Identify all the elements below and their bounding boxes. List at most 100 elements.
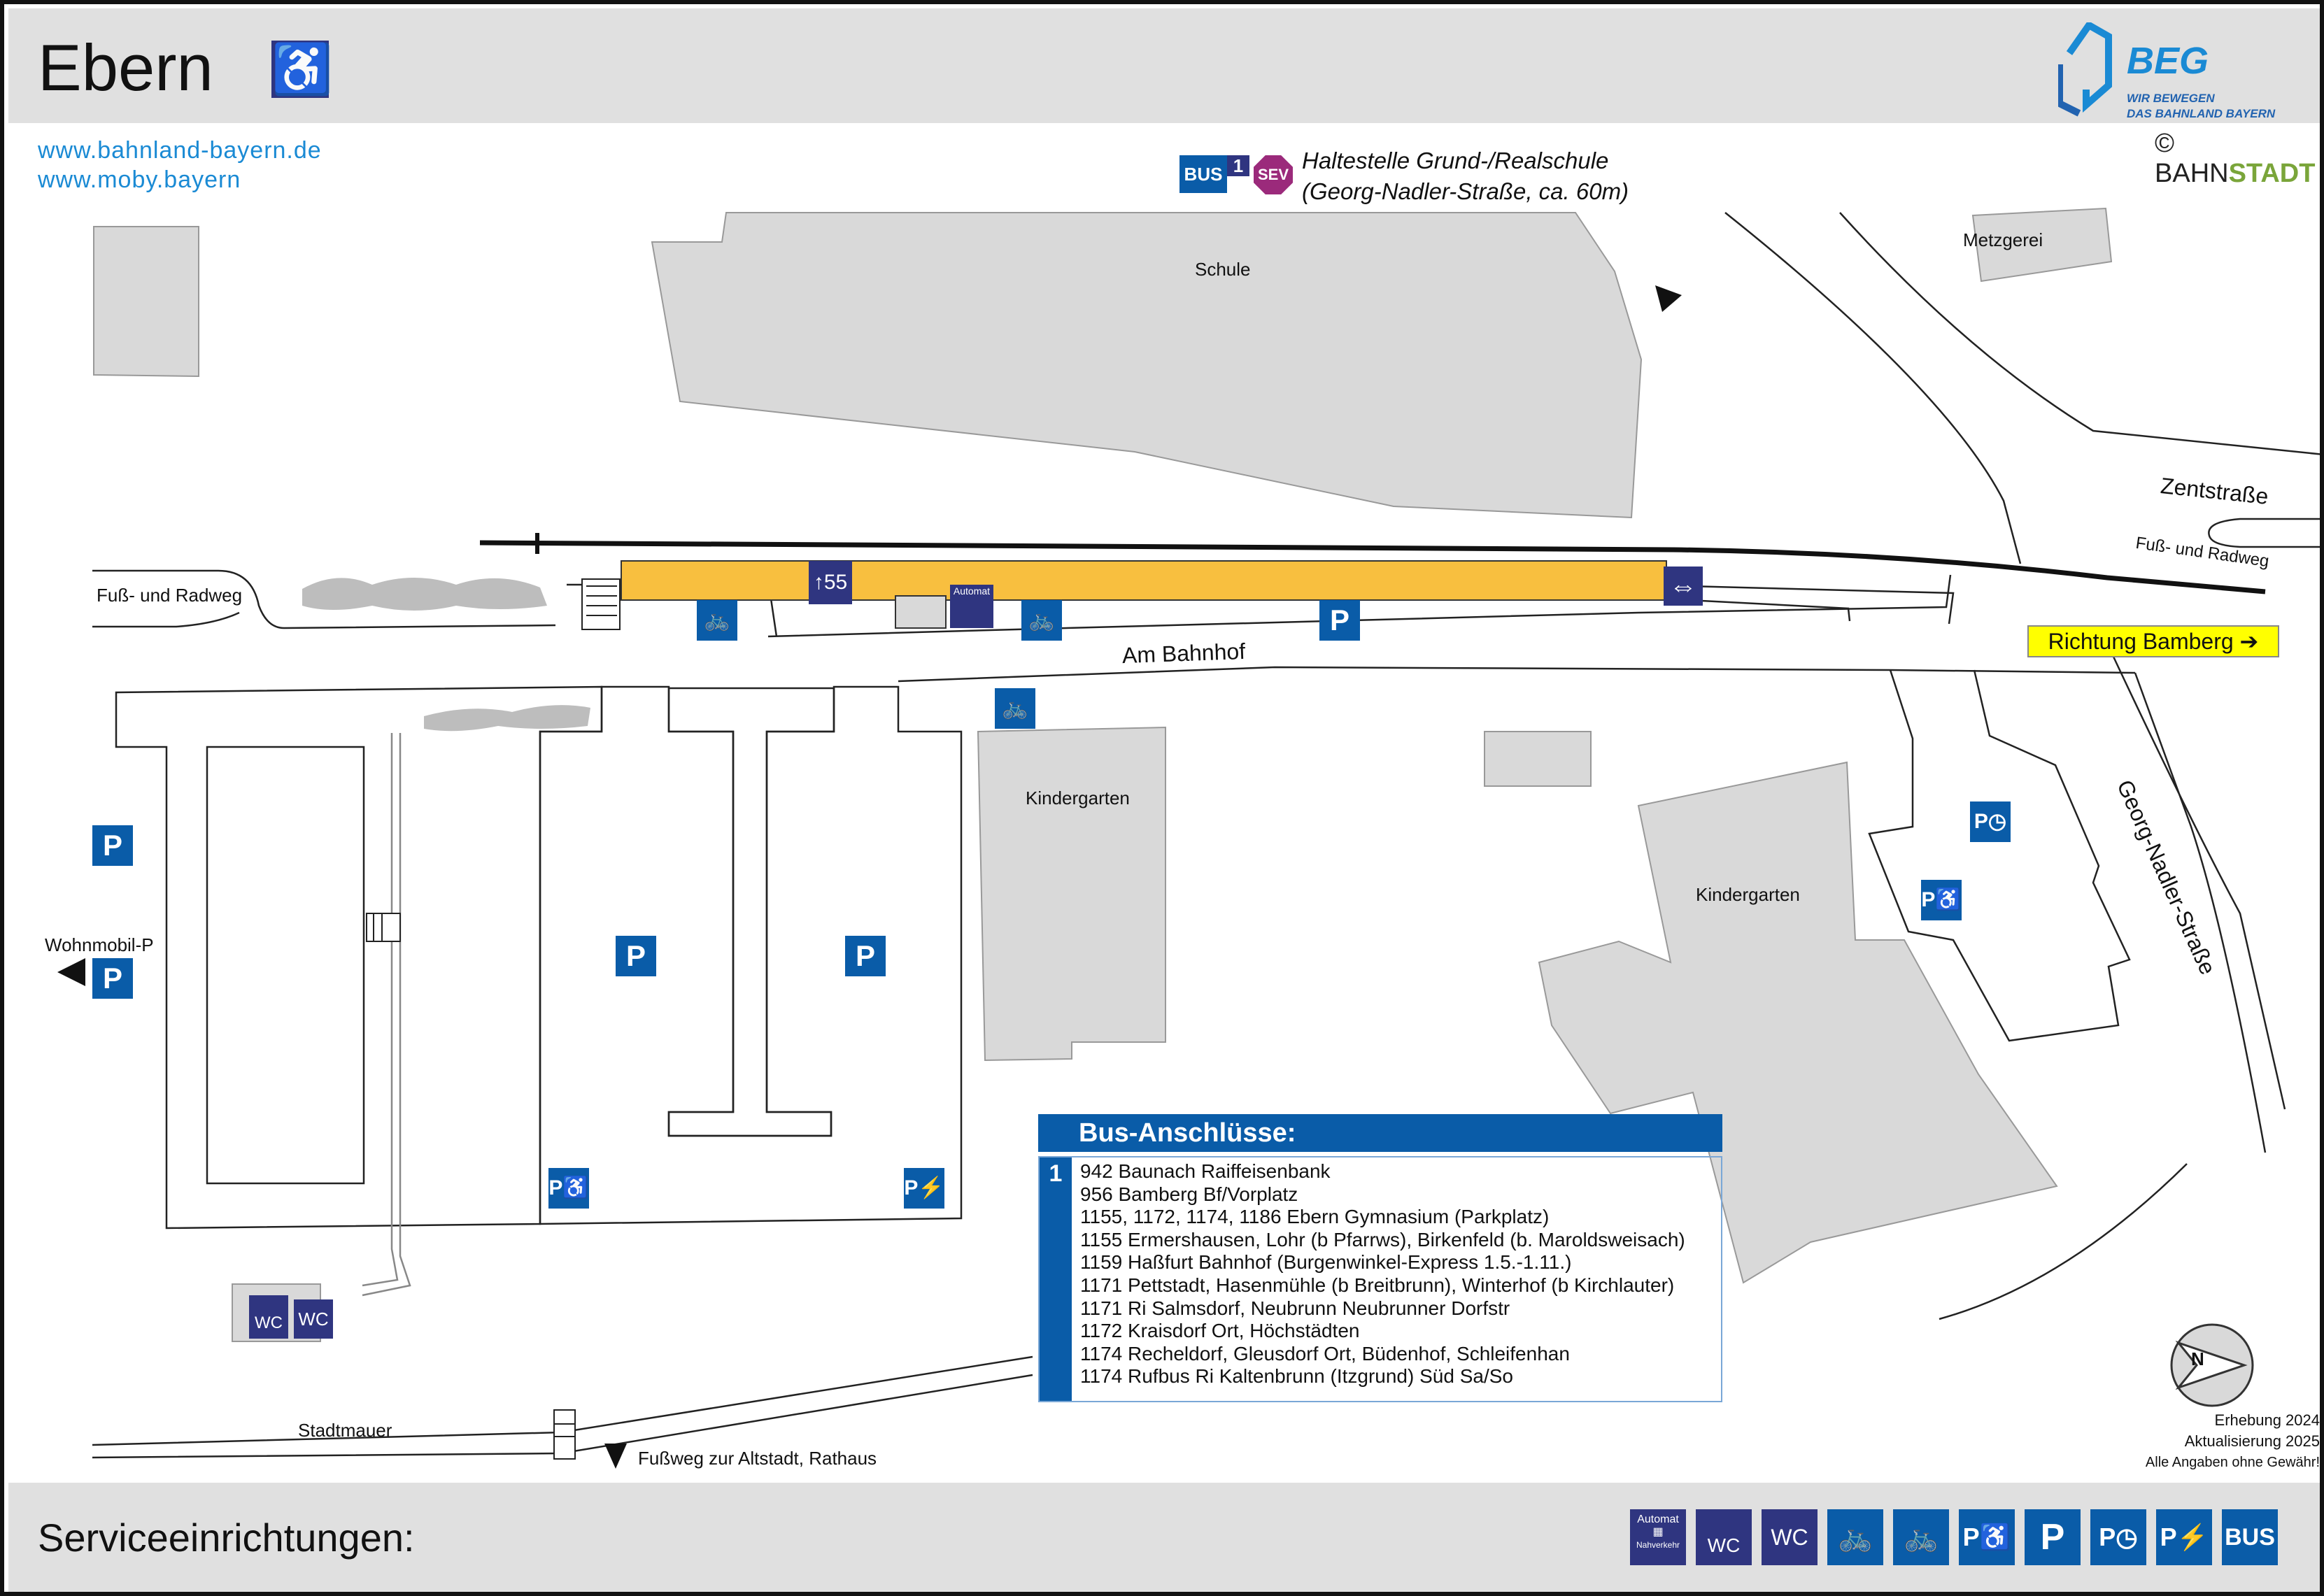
building-left	[93, 226, 199, 378]
arrow-left-icon	[57, 958, 85, 986]
parking-badge-central-1: P	[616, 936, 656, 976]
bus-stop-number: 1	[1040, 1157, 1072, 1401]
service-parking-disabled-icon: P♿	[1959, 1509, 2015, 1565]
label-am-bahnhof: Am Bahnhof	[1121, 638, 1246, 669]
beg-logo-mark-icon	[2058, 22, 2112, 117]
parking-badge-left: P	[92, 825, 133, 866]
bus-line-item: 1159 Haßfurt Bahnhof (Burgenwinkel-Expre…	[1080, 1251, 1572, 1274]
compass-icon	[2170, 1323, 2254, 1407]
service-parking-icon: P	[2025, 1509, 2081, 1565]
bike-repair-icon: 🚲	[995, 688, 1035, 729]
arrow-right-icon: ➔	[2239, 629, 2259, 654]
road-am-bahnhof-north	[767, 574, 1952, 638]
parking-island	[667, 687, 835, 1137]
service-bus-icon: BUS	[2222, 1509, 2278, 1565]
site-map	[57, 207, 2320, 1469]
link-bahnland-bayern[interactable]: www.bahnland-bayern.de	[38, 137, 322, 164]
wc-disabled-icon: WC	[249, 1295, 288, 1339]
road-zentstrasse-north	[1839, 212, 2320, 455]
services-label: Serviceeinrichtungen:	[38, 1516, 415, 1560]
road-fuss-radweg-right	[2208, 518, 2320, 548]
path-fuss-radweg-left	[92, 569, 556, 629]
building-small	[1484, 731, 1592, 787]
road-georg-nadler-east	[2107, 646, 2286, 1110]
hedge-centre	[424, 705, 590, 732]
stairs-stadtmauer	[553, 1409, 576, 1460]
direction-sign-bamberg: Richtung Bamberg ➔	[2027, 625, 2279, 657]
stairs-platform	[581, 578, 621, 630]
label-schule: Schule	[1195, 259, 1251, 280]
bicycle-icon: 🚲	[697, 600, 737, 641]
bus-line-item: 1171 Ri Salmsdorf, Neubrunn Neubrunner D…	[1080, 1297, 1510, 1319]
label-fussweg-altstadt: Fußweg zur Altstadt, Rathaus	[638, 1448, 877, 1469]
bus-line-item: 1174 Rufbus Ri Kaltenbrunn (Itzgrund) Sü…	[1080, 1365, 1513, 1388]
label-wohnmobil-p: Wohnmobil-P	[45, 934, 154, 955]
service-wc-icon: WC	[1762, 1509, 1818, 1565]
beg-brand: BEG	[2127, 40, 2209, 82]
platform-edge-east	[1661, 597, 1851, 622]
parking-badge-wohnmobil: P	[92, 958, 133, 999]
footpath-vertical	[362, 733, 411, 1297]
platform-edge-east-2	[1687, 585, 1955, 625]
link-moby-bayern[interactable]: www.moby.bayern	[38, 166, 241, 193]
sev-badge: SEV	[1254, 155, 1293, 194]
service-bicycle-icon: 🚲	[1893, 1509, 1949, 1565]
road-zentstrasse-west	[1724, 212, 2022, 564]
shelter	[895, 595, 947, 629]
bus-line-item: 1155, 1172, 1174, 1186 Ebern Gymnasium (…	[1080, 1206, 1550, 1228]
parking-disabled-badge-1: P♿	[548, 1168, 589, 1209]
service-bike-repair-icon: 🚲	[1827, 1509, 1883, 1565]
parking-block-left	[115, 685, 603, 1230]
bus-line-item: 1174 Recheldorf, Gleusdorf Ort, Büdenhof…	[1080, 1342, 1570, 1365]
survey-date: Erhebung 2024	[2214, 1411, 2320, 1429]
bus-line-item: 942 Baunach Raiffeisenbank	[1080, 1160, 1331, 1182]
building-kindergarten-2	[1538, 761, 2058, 1284]
railway-track	[479, 540, 2266, 594]
arrow-down-icon	[604, 1444, 627, 1469]
bus-connections-panel: Bus-Anschlüsse: 1 942 Baunach Raiffeisen…	[1038, 1114, 1722, 1402]
bus-line-item: 1172 Kraisdorf Ort, Höchstädten	[1080, 1320, 1360, 1342]
service-parking-ev-icon: P⚡	[2156, 1509, 2212, 1565]
parking-badge-central-2: P	[845, 936, 886, 976]
stairs-footpath	[366, 913, 401, 942]
bus-line-item: 1155 Ermershausen, Lohr (b Pfarrws), Bir…	[1080, 1228, 1685, 1251]
arrow-both-icon: ⇔	[1664, 567, 1703, 606]
bus-connections-title: Bus-Anschlüsse:	[1038, 1114, 1722, 1152]
survey-update: Aktualisierung 2025	[2184, 1432, 2320, 1450]
station-name: Ebern	[38, 31, 213, 104]
wheelchair-icon: ♿	[271, 41, 333, 98]
bus-lines-list: 942 Baunach Raiffeisenbank 956 Bamberg B…	[1080, 1160, 1685, 1388]
road-lower-right	[1939, 1163, 2188, 1320]
parking-badge-platform: P	[1319, 600, 1360, 641]
parking-time-badge: P◷	[1970, 801, 2011, 842]
parking-ev-badge: P⚡	[904, 1168, 944, 1209]
parking-disabled-badge-2: P♿	[1921, 880, 1962, 920]
hedge-left	[302, 578, 547, 611]
bus-line-number: 1	[1227, 155, 1249, 176]
ticket-machine-icon: Automat	[950, 585, 993, 628]
label-stadtmauer: Stadtmauer	[298, 1420, 392, 1441]
service-ticket-machine-icon: Automat▦Nahverkehr	[1630, 1509, 1686, 1565]
footpath-vertical-2	[362, 733, 399, 1287]
service-parking-time-icon: P◷	[2090, 1509, 2146, 1565]
compass-letter: N	[2191, 1348, 2204, 1369]
bicycle-icon-2: 🚲	[1021, 600, 1062, 641]
path-left-lower	[92, 611, 240, 628]
platform	[621, 560, 1667, 601]
label-metzgerei: Metzgerei	[1963, 229, 2043, 250]
arrow-busstop-icon	[1655, 285, 1682, 312]
road-am-bahnhof-south	[898, 666, 2136, 683]
road-georg-nadler-west	[2134, 672, 2267, 1153]
bus-line-item: 1171 Pettstadt, Hasenmühle (b Breitbrunn…	[1080, 1274, 1675, 1296]
building-metzgerei	[1971, 207, 2113, 283]
bus-line-item: 956 Bamberg Bf/Vorplatz	[1080, 1183, 1298, 1205]
label-fuss-radweg-left: Fuß- und Radweg	[97, 585, 243, 606]
parking-right	[1868, 669, 2131, 1042]
building-kindergarten-1	[977, 726, 1166, 1062]
parking-central	[539, 685, 963, 1225]
lift-icon: ↑55	[809, 561, 852, 604]
